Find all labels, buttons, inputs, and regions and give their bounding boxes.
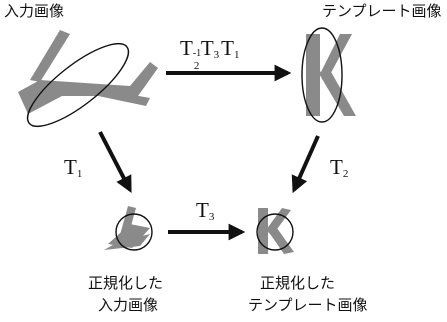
normalized-template-label-line1: 正規化した xyxy=(260,274,336,292)
bottom-t-sub: 3 xyxy=(208,211,215,223)
bottom-t-letter: T xyxy=(196,198,209,222)
top-t1-sub: 1 xyxy=(233,49,240,61)
top-t2-letter: T xyxy=(180,36,193,60)
input-image-label: 入力画像 xyxy=(4,2,65,20)
normalized-input-label-line2: 入力画像 xyxy=(98,296,159,314)
top-t1-letter: T xyxy=(221,36,234,60)
input-distorted-k-glyph xyxy=(18,30,158,114)
normalized-input-k-glyph xyxy=(104,206,150,250)
left-t-sub: 1 xyxy=(76,168,83,180)
normalized-template-k-glyph xyxy=(258,208,294,254)
template-image-label: テンプレート画像 xyxy=(322,2,442,20)
bottom-transform-label: T3 xyxy=(196,198,215,223)
template-k-glyph xyxy=(306,34,356,116)
top-t2-sup: -1 xyxy=(192,48,202,59)
arrow-left xyxy=(98,131,132,193)
right-t-letter: T xyxy=(330,155,343,179)
right-t-sub: 2 xyxy=(342,168,349,180)
input-ellipse xyxy=(26,43,130,127)
top-t2-sub: 2 xyxy=(193,60,200,72)
arrow-right xyxy=(291,135,320,194)
top-t3-letter: T xyxy=(200,36,214,60)
right-transform-label: T2 xyxy=(330,155,349,180)
normalized-input-circle xyxy=(115,213,153,251)
left-t-letter: T xyxy=(64,155,77,179)
normalized-template-label-line2: テンプレート画像 xyxy=(248,296,368,314)
top-t3-sub: 3 xyxy=(213,49,220,61)
normalized-input-label-line1: 正規化した xyxy=(88,274,164,292)
left-transform-label: T1 xyxy=(64,155,83,180)
normalized-template-circle xyxy=(256,213,294,251)
template-ellipse xyxy=(301,27,343,123)
